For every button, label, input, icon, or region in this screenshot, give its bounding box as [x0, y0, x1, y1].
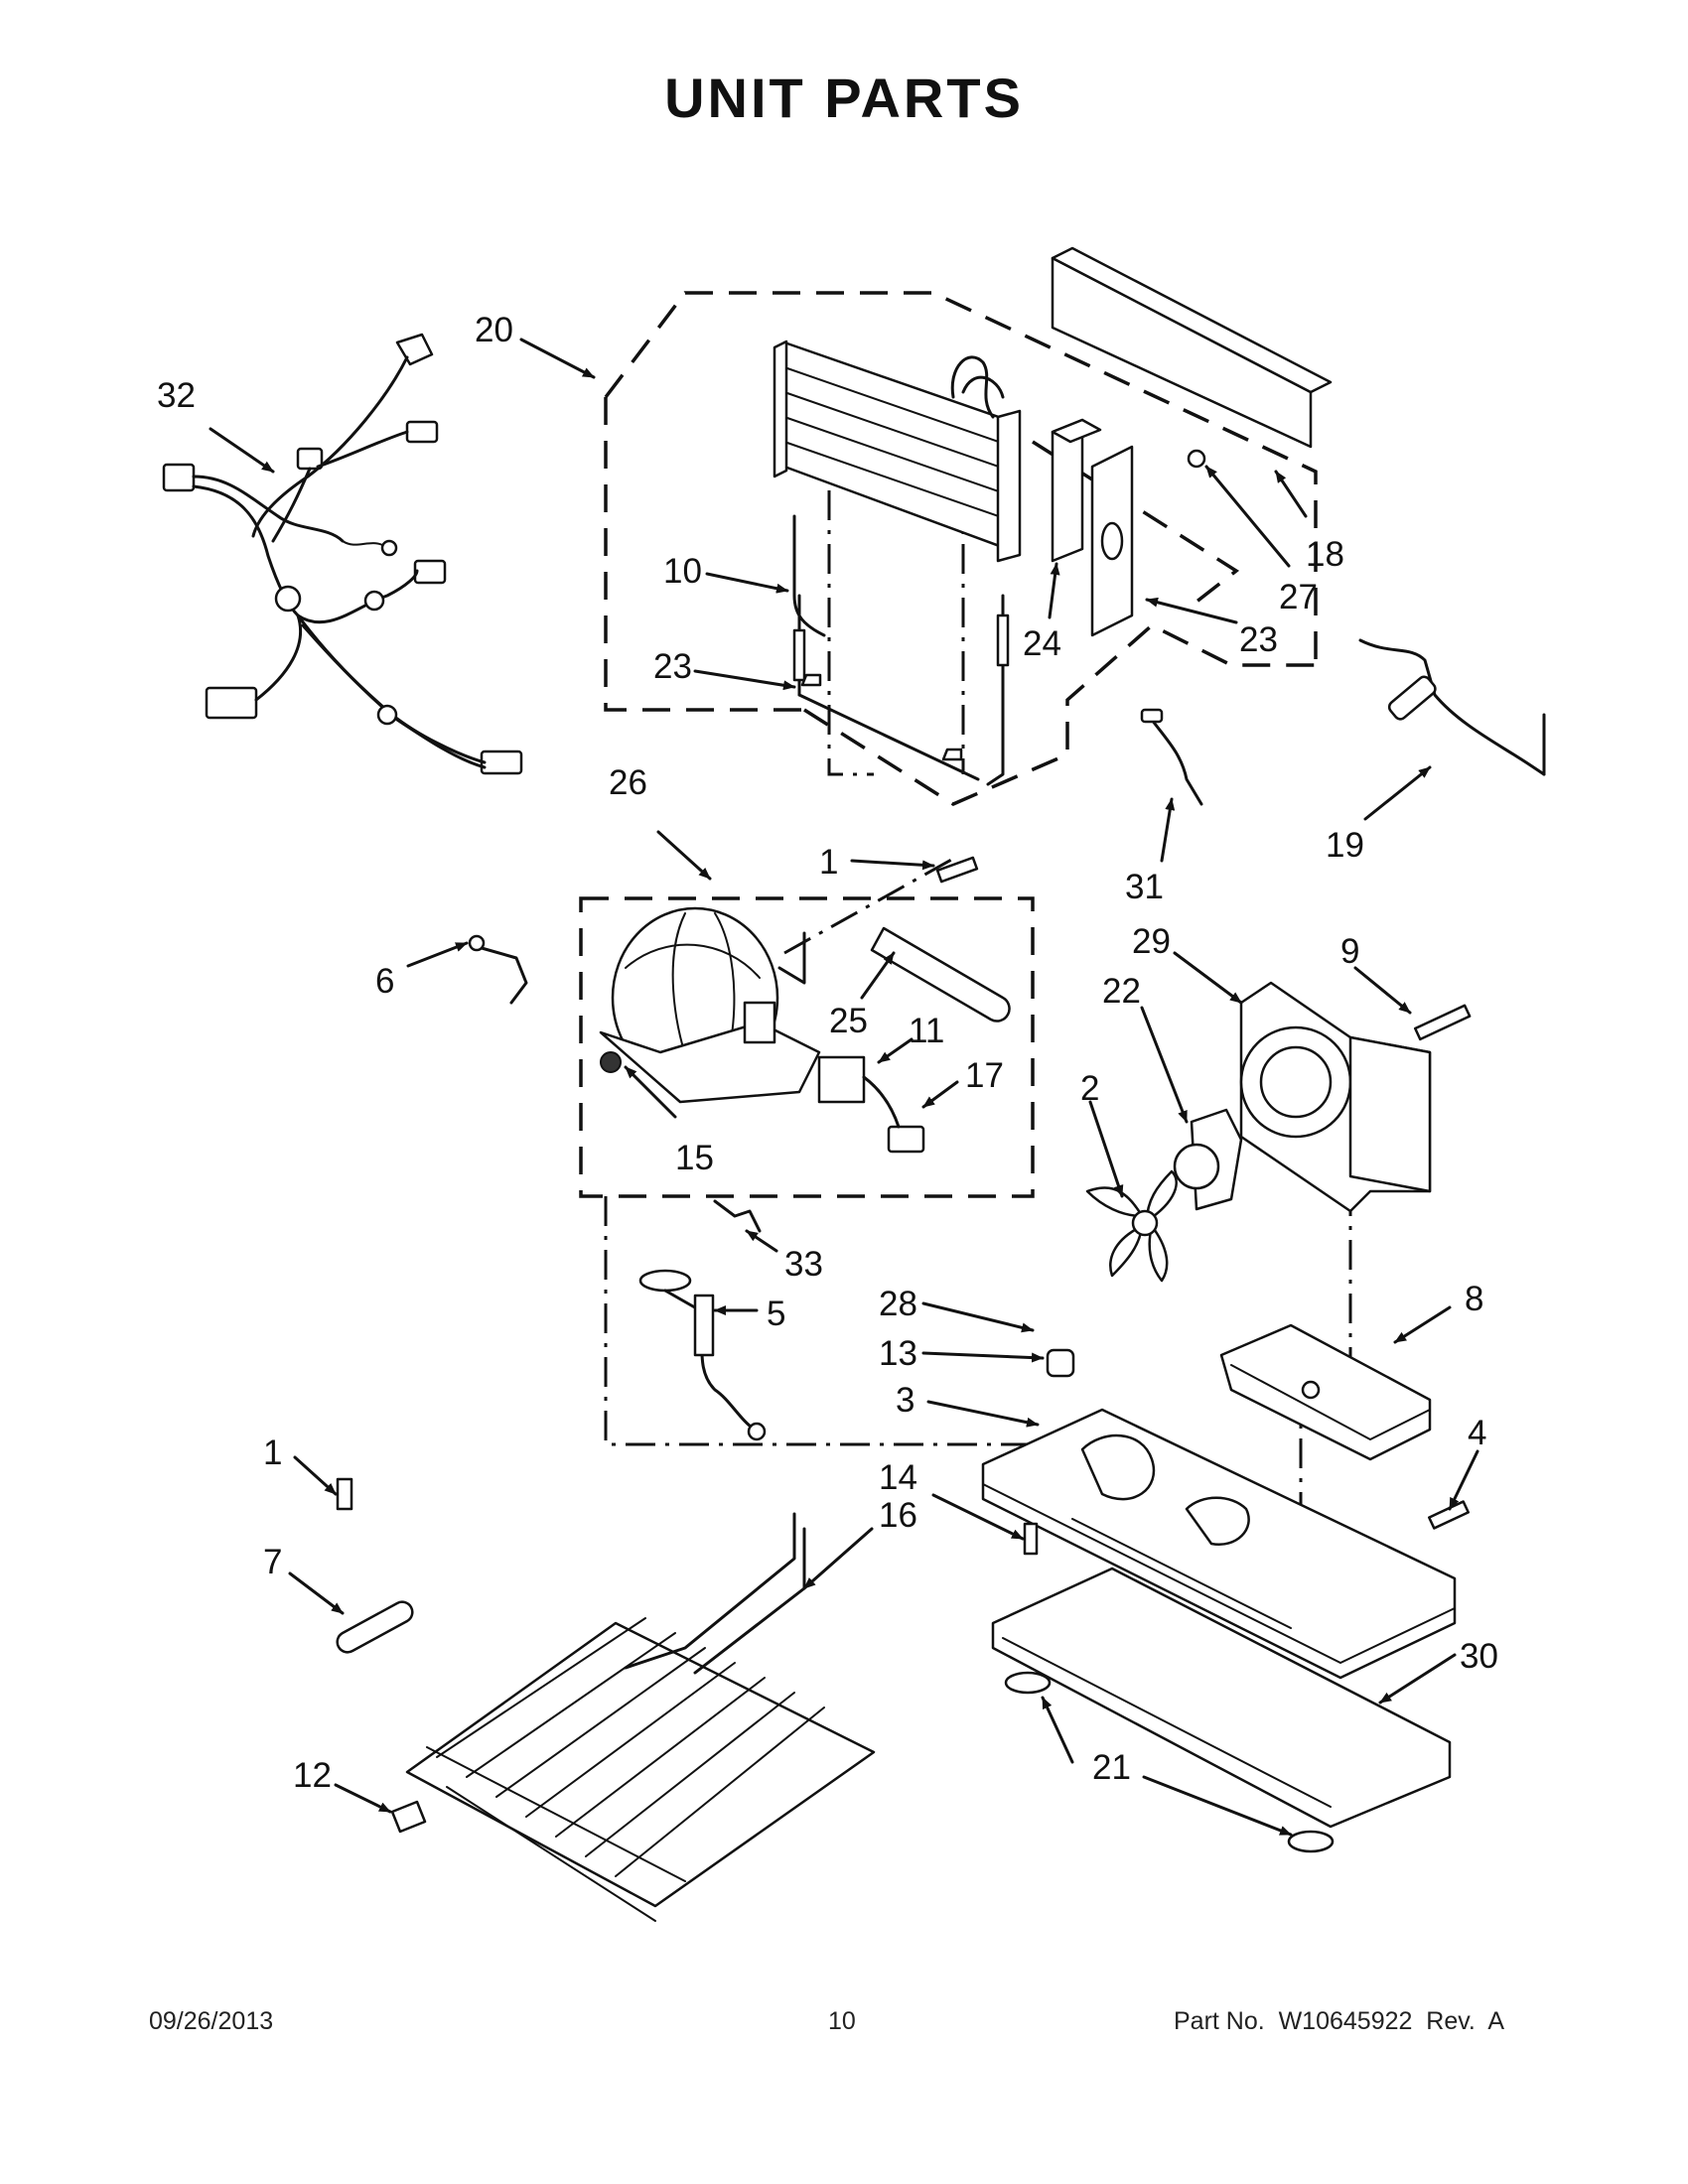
callout-7: 7 [263, 1543, 282, 1581]
fan-blade [1085, 1169, 1178, 1283]
callout-6: 6 [375, 962, 394, 1001]
callout-26: 26 [609, 763, 647, 802]
callout-30: 30 [1460, 1637, 1498, 1676]
callout-23-left: 23 [653, 647, 692, 686]
callout-4: 4 [1468, 1414, 1486, 1452]
callout-1-top: 1 [819, 843, 838, 882]
callout-17: 17 [965, 1056, 1004, 1095]
page-title: UNIT PARTS [664, 67, 1024, 129]
bolt-1-top [935, 856, 979, 884]
callout-10: 10 [663, 552, 702, 591]
sleeve-7 [336, 1600, 414, 1654]
callout-22: 22 [1102, 972, 1141, 1011]
drain-parts [638, 1199, 767, 1441]
callout-9: 9 [1340, 932, 1359, 971]
wiring-harness [162, 333, 523, 775]
footer-page-number: 10 [828, 2007, 856, 2035]
callout-5: 5 [767, 1295, 785, 1333]
fan-motor [1173, 1108, 1243, 1211]
feet-21 [1004, 1671, 1335, 1853]
heater-element [792, 514, 1010, 786]
compressor [599, 906, 821, 1104]
callout-18: 18 [1306, 535, 1344, 574]
leader-lines [209, 338, 1479, 1837]
callout-29: 29 [1132, 922, 1171, 961]
callout-16: 16 [879, 1496, 917, 1535]
callout-11: 11 [909, 1012, 944, 1050]
callout-25: 25 [829, 1002, 868, 1040]
evaporator-group-outline [604, 291, 1318, 806]
callout-12: 12 [293, 1756, 332, 1795]
footer-date: 09/26/2013 [149, 2007, 274, 2035]
callout-33: 33 [784, 1245, 823, 1284]
evaporator-coil [773, 340, 1022, 563]
callout-8: 8 [1465, 1280, 1483, 1318]
callout-labels: 20 32 10 23 24 23 18 27 26 1 31 19 6 25 … [157, 311, 1498, 1795]
base-plate-3 [981, 1348, 1457, 1680]
callout-13: 13 [879, 1334, 917, 1373]
callout-32: 32 [157, 376, 196, 415]
callout-2: 2 [1080, 1069, 1099, 1108]
callout-23-right: 23 [1239, 620, 1278, 659]
callout-21: 21 [1092, 1748, 1131, 1787]
callout-27: 27 [1279, 578, 1318, 616]
footer-part-number: Part No. W10645922 Rev. A [1174, 2007, 1505, 2035]
thermistor-31 [1140, 708, 1203, 806]
callout-14: 14 [879, 1458, 917, 1497]
drain-tube-19 [1358, 638, 1546, 776]
callout-3: 3 [896, 1381, 914, 1420]
callout-1-bottom: 1 [263, 1433, 282, 1472]
callout-28: 28 [879, 1285, 917, 1323]
clip-12 [390, 1800, 427, 1834]
callout-15: 15 [675, 1139, 714, 1177]
condenser-coil [405, 1512, 876, 1922]
evaporator-cover-parts [1051, 246, 1333, 637]
base-tray-8 [1219, 1323, 1432, 1461]
bolt-9 [1413, 1004, 1472, 1041]
compressor-small-parts [468, 926, 1011, 1154]
callout-24: 24 [1023, 624, 1061, 663]
fan-shroud [1239, 981, 1432, 1213]
callout-31: 31 [1125, 868, 1164, 906]
pan-30 [991, 1567, 1452, 1829]
callout-19: 19 [1326, 826, 1364, 865]
callout-20: 20 [475, 311, 513, 349]
